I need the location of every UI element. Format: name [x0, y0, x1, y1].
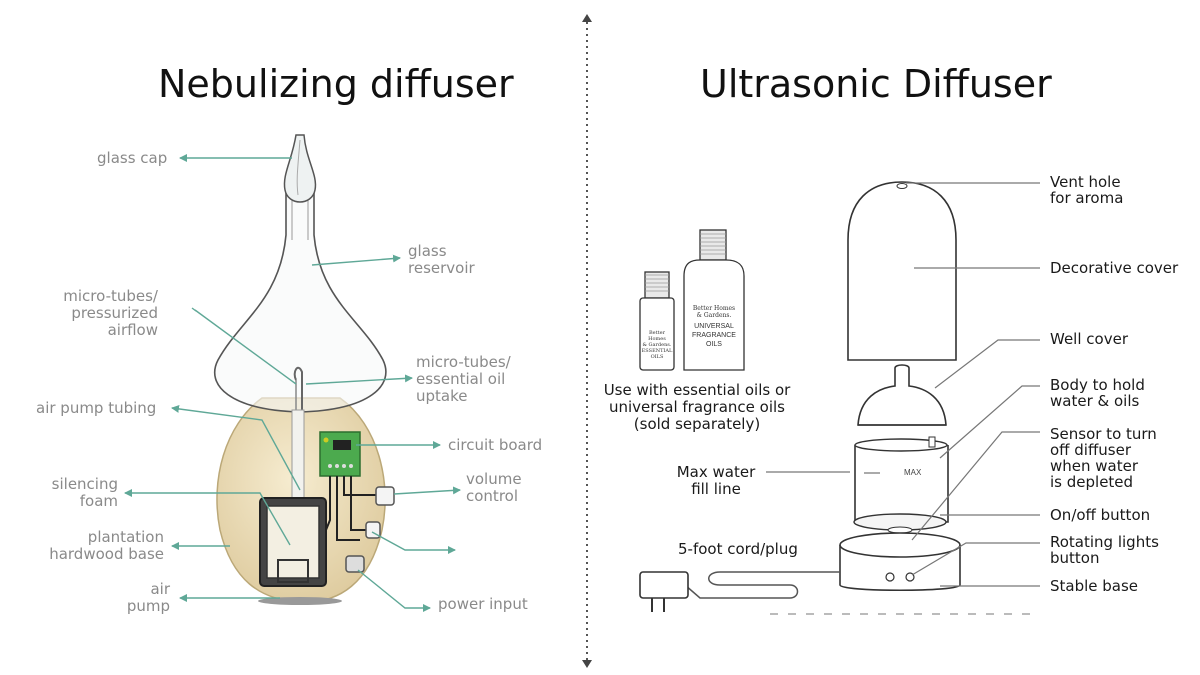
- ultrasonic-leaders: [766, 182, 1040, 587]
- label-silencing-foam: silencing foam: [51, 475, 118, 510]
- label-stable-base: Stable base: [1050, 577, 1139, 595]
- circuit-board-shape: [319, 431, 361, 477]
- glass-cap: [283, 134, 317, 203]
- label-sensor: Sensor to turn off diffuser when water i…: [1050, 425, 1157, 491]
- label-decorative-cover: Decorative cover: [1050, 259, 1179, 277]
- label-rotating-lights: Rotating lights button: [1050, 533, 1159, 567]
- label-well-cover: Well cover: [1050, 330, 1128, 348]
- label-air-pump: air pump: [126, 580, 170, 615]
- label-on-off-button: On/off button: [1050, 506, 1151, 524]
- oils-note: Use with essential oils or universal fra…: [603, 381, 791, 433]
- oil-bottles: [639, 229, 745, 371]
- nebulizing-title: Nebulizing diffuser: [158, 62, 514, 106]
- label-plantation-base: plantation hardwood base: [49, 528, 164, 563]
- well-cover-shape: [857, 364, 947, 426]
- label-volume-control: volume control: [466, 470, 522, 505]
- label-glass-reservoir: glass reservoir: [408, 242, 475, 277]
- air-pump-box: [277, 559, 309, 583]
- glass-reservoir: [213, 177, 387, 413]
- center-divider: [582, 14, 592, 668]
- label-max-fill: Max water fill line: [676, 463, 756, 498]
- label-micro-tubes-airflow: micro-tubes/ pressurized airflow: [63, 287, 158, 339]
- label-air-pump-tubing: air pump tubing: [36, 399, 157, 417]
- label-glass-cap: glass cap: [97, 149, 168, 167]
- large-bottle-brand: Better Homes & Gardens.: [692, 305, 736, 319]
- power-cord: [684, 571, 840, 599]
- water-body-shape: [854, 445, 949, 523]
- large-bottle-text: UNIVERSAL FRAGRANCE OILS: [692, 323, 736, 348]
- label-cord: 5-foot cord/plug: [678, 540, 798, 558]
- label-micro-tubes-uptake: micro-tubes/ essential oil uptake: [416, 353, 511, 405]
- nebulizer-illustration: [213, 134, 395, 605]
- label-vent-hole: Vent hole for aroma: [1050, 173, 1124, 207]
- max-mark: MAX: [904, 468, 922, 477]
- small-bottle-label: Better Homes & Gardens. ESSENTIAL OILS: [641, 330, 673, 360]
- ultrasonic-title: Ultrasonic Diffuser: [700, 62, 1052, 106]
- label-circuit-board: circuit board: [448, 436, 543, 454]
- power-plug: [639, 571, 689, 599]
- label-power-input: power input: [438, 595, 528, 613]
- label-body: Body to hold water & oils: [1050, 376, 1145, 410]
- decorative-cover-shape: [847, 181, 957, 361]
- nebulizer-leaders: [124, 154, 461, 612]
